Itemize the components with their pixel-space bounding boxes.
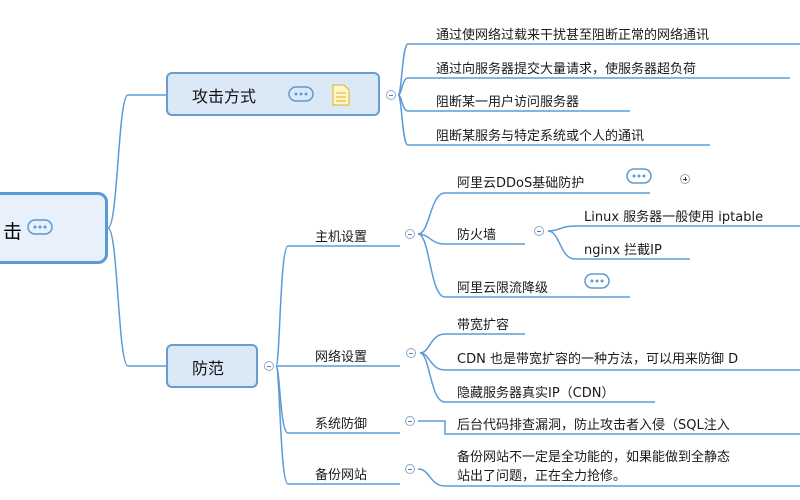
comment-icon[interactable] xyxy=(288,86,314,104)
connector-host-firewall xyxy=(417,233,525,245)
system-defense-node[interactable]: 系统防御 xyxy=(315,417,368,432)
connector-defense-backup xyxy=(275,365,400,485)
host-ratelimit-item[interactable]: 阿里云限流降级 xyxy=(457,281,549,296)
backup-item-line2[interactable]: 站出了问题，正在全力抢修。 xyxy=(457,469,627,484)
attack-methods-node[interactable]: 攻击方式 xyxy=(166,72,380,116)
connector-firewall-2 xyxy=(547,230,690,260)
collapse-firewall-toggle[interactable] xyxy=(534,226,544,236)
backup-site-node[interactable]: 备份网站 xyxy=(315,468,368,483)
comment-icon[interactable] xyxy=(27,219,53,237)
attack-item-1[interactable]: 通过使网络过载来干扰甚至阻断正常的网络通讯 xyxy=(436,28,710,43)
connector-network-3 xyxy=(419,352,655,403)
defense-node[interactable]: 防范 xyxy=(166,344,258,388)
network-item-3[interactable]: 隐藏服务器真实IP（CDN） xyxy=(457,386,615,401)
expand-ddos-toggle[interactable] xyxy=(680,174,690,184)
connector-firewall-1 xyxy=(547,225,800,232)
firewall-item-1[interactable]: Linux 服务器一般使用 iptable xyxy=(584,210,764,225)
attack-methods-label: 攻击方式 xyxy=(192,87,257,106)
collapse-defense-toggle[interactable] xyxy=(264,361,274,371)
firewall-node[interactable]: 防火墙 xyxy=(457,228,497,243)
collapse-network-toggle[interactable] xyxy=(406,348,416,358)
connector-host-ratelimit xyxy=(417,233,630,298)
connector-system-1 xyxy=(418,420,800,435)
root-node[interactable]: 击 xyxy=(0,192,108,264)
host-ddos-item[interactable]: 阿里云DDoS基础防护 xyxy=(457,176,585,191)
attack-item-3[interactable]: 阻断某一用户访问服务器 xyxy=(436,95,580,110)
connector-network-1 xyxy=(419,333,525,354)
network-item-1[interactable]: 带宽扩容 xyxy=(457,318,510,333)
collapse-host-toggle[interactable] xyxy=(405,229,415,239)
network-settings-node[interactable]: 网络设置 xyxy=(315,350,368,365)
comment-icon[interactable] xyxy=(626,168,652,186)
comment-icon[interactable] xyxy=(584,273,610,291)
connector-attack-2 xyxy=(397,77,790,96)
note-icon[interactable] xyxy=(332,84,350,106)
connector-backup-1 xyxy=(417,468,800,487)
connector-root-defense xyxy=(107,227,166,367)
host-settings-node[interactable]: 主机设置 xyxy=(315,230,368,245)
attack-item-4[interactable]: 阻断某服务与特定系统或个人的通讯 xyxy=(436,129,645,144)
network-item-2[interactable]: CDN 也是带宽扩容的一种方法，可以用来防御 D xyxy=(457,352,739,367)
collapse-backup-toggle[interactable] xyxy=(405,464,415,474)
collapse-system-toggle[interactable] xyxy=(405,416,415,426)
connector-defense-host xyxy=(275,245,400,367)
firewall-item-2[interactable]: nginx 拦截IP xyxy=(584,243,662,258)
attack-item-2[interactable]: 通过向服务器提交大量请求，使服务器超负荷 xyxy=(436,62,697,77)
connector-host-ddos xyxy=(417,192,650,235)
root-label: 击 xyxy=(3,221,23,243)
defense-label: 防范 xyxy=(192,359,225,378)
collapse-attack-toggle[interactable] xyxy=(386,90,396,100)
connector-attack-4 xyxy=(397,94,710,146)
system-item-1[interactable]: 后台代码排查漏洞，防止攻击者入侵（SQL注入 xyxy=(457,418,730,433)
connector-root-attack xyxy=(107,94,166,229)
backup-item-line1[interactable]: 备份网站不一定是全功能的，如果能做到全静态 xyxy=(457,450,731,465)
